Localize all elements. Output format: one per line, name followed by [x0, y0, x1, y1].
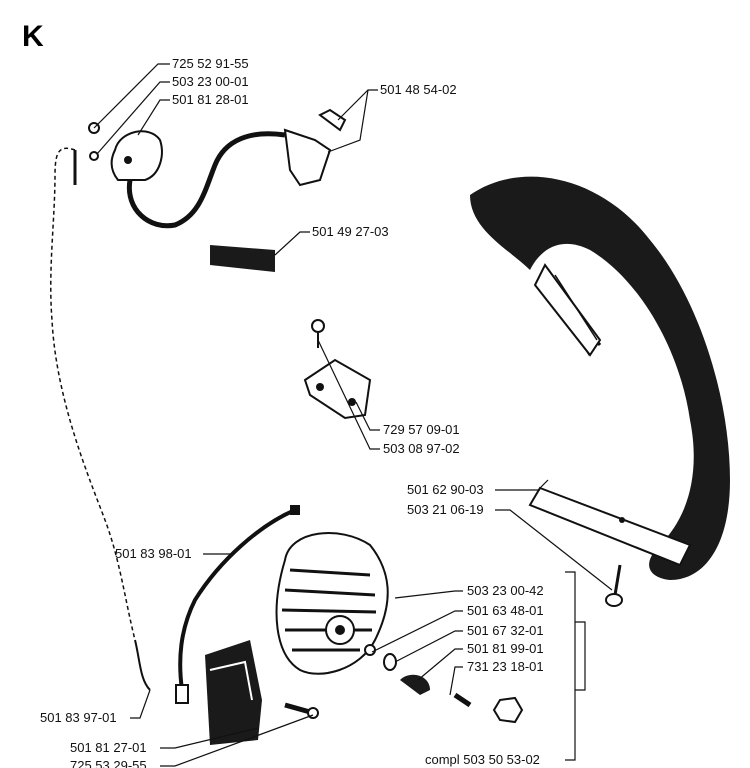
page-letter: K — [22, 20, 44, 53]
label-503-23-00-42: 503 23 00-42 — [467, 583, 544, 598]
label-725-52-91-55: 725 52 91-55 — [172, 56, 249, 71]
module-screw-part — [284, 702, 319, 719]
label-503-08-97-02: 503 08 97-02 — [383, 441, 460, 456]
label-503-23-00-01: 503 23 00-01 — [172, 74, 249, 89]
spark-plug-lead-part — [175, 505, 300, 704]
label-731-23-18-01: 731 23 18-01 — [467, 659, 544, 674]
damper-pad-part — [210, 245, 275, 272]
label-503-21-06-19: 503 21 06-19 — [407, 502, 484, 517]
stop-switch-part — [283, 108, 347, 187]
label-729-57-09-01: 729 57 09-01 — [383, 422, 460, 437]
label-725-53-29-55: 725 53 29-55 — [70, 758, 147, 768]
leader-lines — [93, 63, 613, 767]
label-501-83-97-01: 501 83 97-01 — [40, 710, 117, 725]
label-501-81-99-01: 501 81 99-01 — [467, 641, 544, 656]
label-compl-503-50-53-02: compl 503 50 53-02 — [425, 752, 540, 767]
label-501-83-98-01: 501 83 98-01 — [115, 546, 192, 561]
handle-bracket-part — [528, 479, 692, 567]
label-501-81-28-01: 501 81 28-01 — [172, 92, 249, 107]
ignition-cable-part — [50, 147, 151, 691]
small-screws-part — [88, 122, 100, 161]
flywheel-small-parts — [364, 644, 524, 724]
label-501-63-48-01: 501 63 48-01 — [467, 603, 544, 618]
front-handle-part — [470, 176, 730, 580]
support-bracket-part — [303, 319, 372, 420]
switch-housing-part — [110, 130, 286, 229]
label-501-67-32-01: 501 67 32-01 — [467, 623, 544, 638]
handle-screw-part — [605, 564, 623, 607]
label-501-49-27-03: 501 49 27-03 — [312, 224, 389, 239]
label-501-81-27-01: 501 81 27-01 — [70, 740, 147, 755]
ignition-module-part — [205, 640, 262, 745]
flywheel-part — [275, 532, 389, 675]
label-501-48-54-02: 501 48 54-02 — [380, 82, 457, 97]
label-501-62-90-03: 501 62 90-03 — [407, 482, 484, 497]
